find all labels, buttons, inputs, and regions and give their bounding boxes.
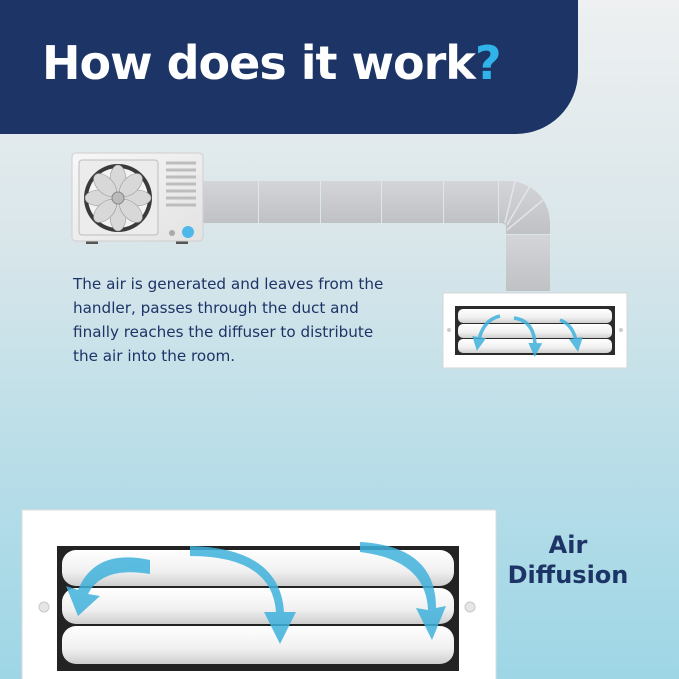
header-banner bbox=[0, 0, 578, 134]
title-question-mark: ? bbox=[474, 36, 502, 90]
description-line: The air is generated and leaves from the bbox=[73, 275, 384, 293]
air-diffusion-line1: Air bbox=[548, 531, 588, 559]
description-line: the air into the room. bbox=[73, 347, 236, 365]
duct-pipe bbox=[196, 180, 550, 291]
title-text: How does it work bbox=[42, 36, 476, 90]
air-handler-unit bbox=[71, 152, 204, 244]
small-diffuser bbox=[442, 292, 628, 369]
description-line: handler, passes through the duct and bbox=[73, 299, 359, 317]
description-line: finally reaches the diffuser to distribu… bbox=[73, 323, 374, 341]
air-diffusion-label: Air Diffusion bbox=[500, 530, 636, 590]
page-title: How does it work? bbox=[42, 36, 502, 90]
description-text: The air is generated and leaves from the… bbox=[73, 272, 433, 368]
airflow-arrow-icon bbox=[66, 542, 446, 644]
large-diffuser bbox=[21, 509, 497, 679]
air-diffusion-line2: Diffusion bbox=[507, 561, 629, 589]
